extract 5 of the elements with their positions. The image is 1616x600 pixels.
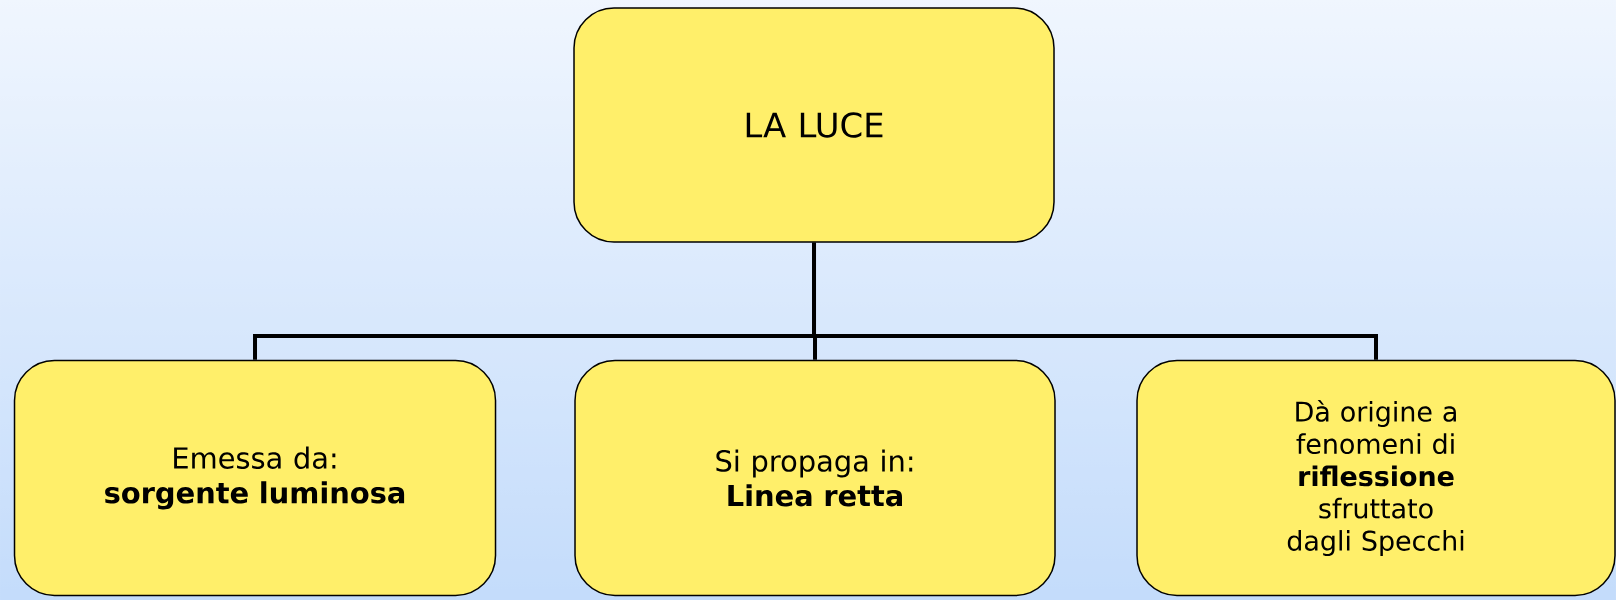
connector-line [812, 242, 1378, 360]
concept-box: Si propaga in: Linea retta [574, 359, 1056, 597]
concept-box: Dà origine a fenomeni di riflessione sfruttato dagli Specchi [1136, 359, 1616, 597]
concept-box: LA LUCE [573, 7, 1055, 243]
concept-box: Emessa da: sorgente luminosa [13, 359, 497, 597]
